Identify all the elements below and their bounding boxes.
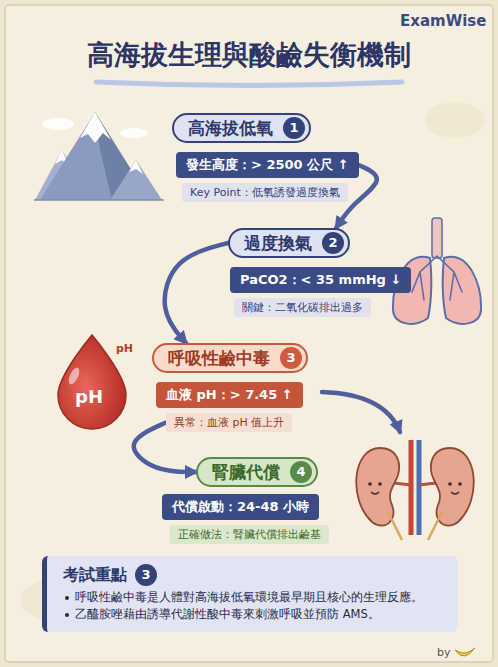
panel-heading: 考試重點: [63, 564, 127, 586]
note-text: 異常：血液 pH 值上升: [174, 413, 284, 432]
value-box: 代償啟動：24-48 小時: [162, 494, 319, 520]
step-heading-pill: 過度換氣 2: [228, 228, 350, 258]
value-text: 發生高度：> 2500 公尺 ↑: [186, 152, 349, 178]
note-box: 正確做法：腎臟代償排出鹼基: [170, 525, 329, 544]
bullet-text: 呼吸性鹼中毒是人體對高海拔低氧環境最早期且核心的生理反應。: [63, 589, 444, 606]
note-text: 關鍵：二氧化碳排出過多: [242, 298, 363, 317]
kidneys-illustration: [356, 440, 474, 540]
step-number-badge: 1: [283, 117, 305, 139]
heading-text: 腎臟代償: [212, 459, 280, 485]
note-text: Key Point：低氧誘發過度換氣: [190, 183, 340, 202]
number-text: 3: [280, 347, 302, 369]
title-text: 高海拔生理與酸鹼失衡機制: [0, 38, 498, 72]
value-box: 血液 pH：> 7.45 ↑: [156, 382, 303, 408]
paper-ground: [5, 5, 493, 662]
value-text: PaCO2：< 35 mmHg ↓: [240, 267, 401, 293]
step-heading-pill: 高海拔低氧 1: [172, 113, 311, 143]
step-number-badge: 2: [322, 232, 344, 254]
value-text: 代償啟動：24-48 小時: [172, 494, 309, 520]
number-text: 4: [290, 461, 312, 483]
step-number-badge: 3: [280, 347, 302, 369]
banana-icon: [455, 648, 475, 656]
note-box: 異常：血液 pH 值上升: [166, 413, 292, 432]
step-heading-pill: 腎臟代償 4: [196, 457, 318, 487]
value-box: PaCO2：< 35 mmHg ↓: [230, 267, 411, 293]
credit-label: by: [437, 646, 451, 659]
title-underline: [96, 82, 402, 86]
ph-label: pH: [116, 342, 133, 355]
number-text: 2: [322, 232, 344, 254]
step-number-badge: 4: [290, 461, 312, 483]
value-box: 發生高度：> 2500 公尺 ↑: [176, 152, 359, 178]
note-text: 正確做法：腎臟代償排出鹼基: [178, 525, 321, 544]
ph-label: pH: [75, 386, 103, 407]
paper-stain: [425, 102, 485, 138]
value-text: 血液 pH：> 7.45 ↑: [166, 382, 293, 408]
heading-text: 過度換氣: [244, 230, 312, 256]
heading-text: 高海拔低氧: [188, 115, 273, 141]
flow-arrow: [165, 243, 228, 343]
step-heading-pill: 呼吸性鹼中毒 3: [152, 343, 308, 373]
blood-drop-illustration: [58, 335, 126, 429]
bullet-text: 乙醯胺唑藉由誘導代謝性酸中毒來刺激呼吸並預防 AMS。: [63, 606, 444, 623]
number-text: 3: [135, 564, 157, 586]
note-box: 關鍵：二氧化碳排出過多: [234, 298, 371, 317]
note-box: Key Point：低氧誘發過度換氣: [182, 183, 348, 202]
heading-text: 呼吸性鹼中毒: [168, 345, 270, 371]
mountain-illustration: [34, 112, 164, 200]
step-number-badge: 3: [135, 564, 157, 586]
exam-point-panel: 考試重點呼吸性鹼中毒是人體對高海拔低氧環境最早期且核心的生理反應。乙醯胺唑藉由誘…: [42, 556, 458, 632]
number-text: 1: [283, 117, 305, 139]
flow-arrow: [322, 392, 400, 432]
brand-label: ExamWise: [400, 12, 486, 30]
